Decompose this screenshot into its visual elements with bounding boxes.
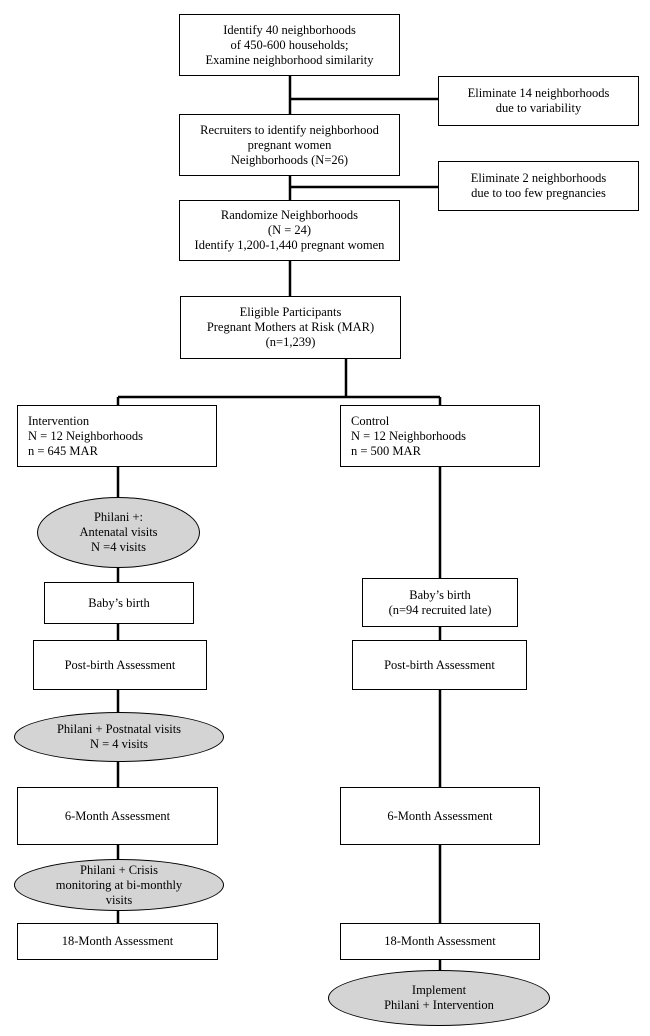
box-line: 18-Month Assessment (61, 934, 174, 948)
ellipse-line: visits (105, 892, 133, 907)
box-line: (n=1,239) (265, 335, 316, 349)
box-line: n = 645 MAR (28, 443, 98, 458)
box-line: Baby’s birth (409, 587, 471, 602)
box-line: Examine neighborhood similarity (205, 52, 374, 67)
intervention-post-birth-box: Post-birth Assessment (33, 640, 207, 690)
box-line: Neighborhoods (N=26) (230, 152, 349, 167)
eliminate-14-box: Eliminate 14 neighborhoods due to variab… (438, 76, 639, 126)
box-line: of 450-600 households; (230, 37, 349, 52)
box-line: Eliminate 2 neighborhoods (470, 171, 607, 185)
intervention-18-month-box: 18-Month Assessment (17, 923, 218, 960)
box-line: pregnant women (247, 137, 332, 152)
ellipse-line: monitoring at bi-monthly (55, 877, 183, 892)
ellipse-line: Philani + Crisis (80, 862, 158, 877)
box-line: 6-Month Assessment (64, 808, 171, 823)
ellipse-line: Philani +: (93, 510, 144, 524)
ellipse-line: Implement (411, 983, 467, 997)
box-line: Baby’s birth (88, 595, 150, 610)
box-line: Identify 40 neighborhoods (223, 22, 356, 37)
postnatal-visits-ellipse: Philani + Postnatal visits N = 4 visits (14, 712, 224, 762)
box-line: Control (351, 413, 390, 428)
intervention-6-month-box: 6-Month Assessment (17, 787, 218, 845)
ellipse-line: N =4 visits (91, 540, 146, 554)
antenatal-visits-ellipse: Philani +: Antenatal visits N =4 visits (37, 497, 200, 568)
randomize-box: Randomize Neighborhoods (N = 24) Identif… (179, 200, 400, 261)
box-line: (n=94 recruited late) (388, 602, 492, 617)
box-line: 6-Month Assessment (387, 808, 493, 823)
box-line: Randomize Neighborhoods (220, 208, 359, 222)
control-box: Control N = 12 Neighborhoods n = 500 MAR (340, 405, 540, 467)
box-line: due to variability (495, 101, 582, 115)
ellipse-line: N = 4 visits (89, 737, 149, 751)
recruiters-box: Recruiters to identify neighborhood preg… (179, 114, 400, 176)
implement-intervention-ellipse: Implement Philani + Intervention (328, 970, 550, 1026)
control-18-month-box: 18-Month Assessment (340, 923, 540, 960)
ellipse-line: Antenatal visits (79, 525, 158, 539)
box-line: Pregnant Mothers at Risk (MAR) (206, 320, 375, 334)
box-line: Intervention (28, 413, 90, 428)
ellipse-line: Philani + Postnatal visits (56, 722, 182, 736)
ellipse-line: Philani + Intervention (384, 998, 494, 1012)
box-line: Eliminate 14 neighborhoods (467, 86, 610, 100)
control-post-birth-box: Post-birth Assessment (352, 640, 527, 690)
box-line: Eligible Participants (239, 305, 342, 319)
control-babys-birth-box: Baby’s birth (n=94 recruited late) (362, 578, 518, 627)
box-line: Post-birth Assessment (64, 657, 176, 672)
identify-neighborhoods-box: Identify 40 neighborhoods of 450-600 hou… (179, 14, 400, 76)
intervention-babys-birth-box: Baby’s birth (44, 582, 194, 624)
control-6-month-box: 6-Month Assessment (340, 787, 540, 845)
box-line: due to too few pregnancies (471, 186, 606, 200)
box-line: 18-Month Assessment (384, 934, 496, 948)
box-line: N = 12 Neighborhoods (351, 428, 467, 443)
eliminate-2-box: Eliminate 2 neighborhoods due to too few… (438, 161, 639, 211)
intervention-box: Intervention N = 12 Neighborhoods n = 64… (17, 405, 217, 467)
box-line: n = 500 MAR (351, 443, 421, 458)
crisis-monitoring-ellipse: Philani + Crisis monitoring at bi-monthl… (14, 859, 224, 911)
box-line: N = 12 Neighborhoods (28, 428, 144, 443)
box-line: (N = 24) (267, 223, 312, 237)
box-line: Recruiters to identify neighborhood (200, 122, 379, 137)
eligible-participants-box: Eligible Participants Pregnant Mothers a… (180, 296, 401, 359)
box-line: Post-birth Assessment (384, 657, 495, 672)
box-line: Identify 1,200-1,440 pregnant women (194, 238, 385, 252)
